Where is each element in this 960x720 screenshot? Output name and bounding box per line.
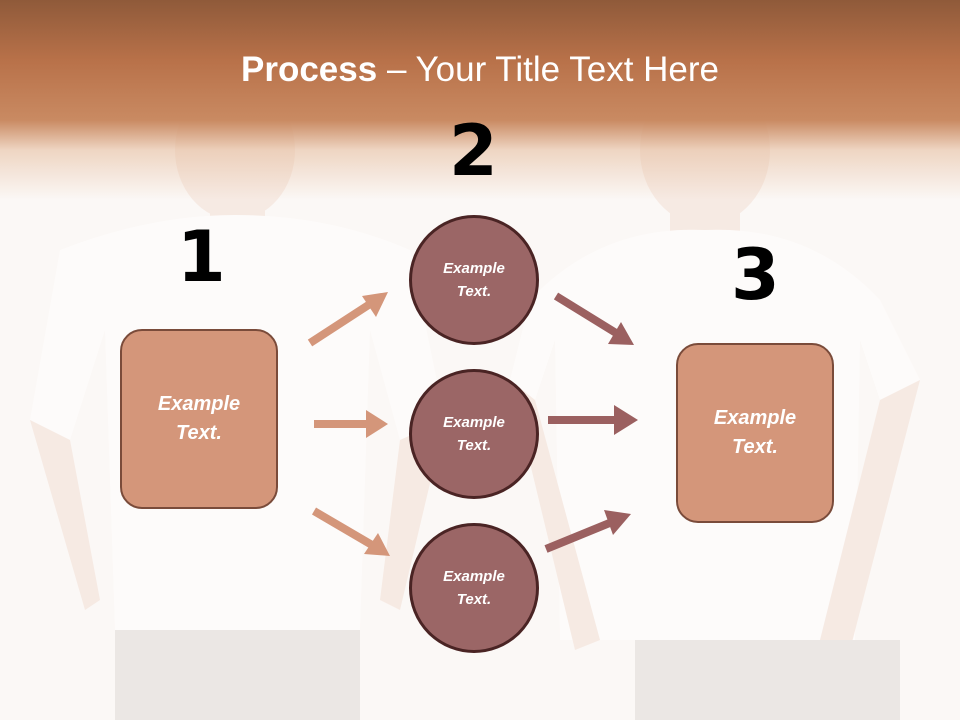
slide-title: Process – Your Title Text Here bbox=[0, 50, 960, 90]
right-box-text: Example Text. bbox=[713, 407, 797, 458]
right-box: Example Text. bbox=[676, 343, 834, 523]
step-number-3: 3 bbox=[731, 234, 780, 316]
step-number-1: 1 bbox=[177, 216, 226, 298]
circle-bottom: Example Text. bbox=[409, 523, 539, 653]
circle-middle-text: Example Text. bbox=[443, 414, 505, 454]
left-box: Example Text. bbox=[120, 329, 278, 509]
title-band bbox=[0, 0, 960, 200]
circle-bottom-text: Example Text. bbox=[443, 568, 505, 608]
title-rest: – Your Title Text Here bbox=[377, 50, 719, 89]
circle-top-text: Example Text. bbox=[443, 260, 505, 300]
circle-top: Example Text. bbox=[409, 215, 539, 345]
left-box-text: Example Text. bbox=[157, 393, 241, 444]
step-number-2: 2 bbox=[449, 110, 498, 192]
circle-middle: Example Text. bbox=[409, 369, 539, 499]
title-strong: Process bbox=[241, 50, 378, 89]
